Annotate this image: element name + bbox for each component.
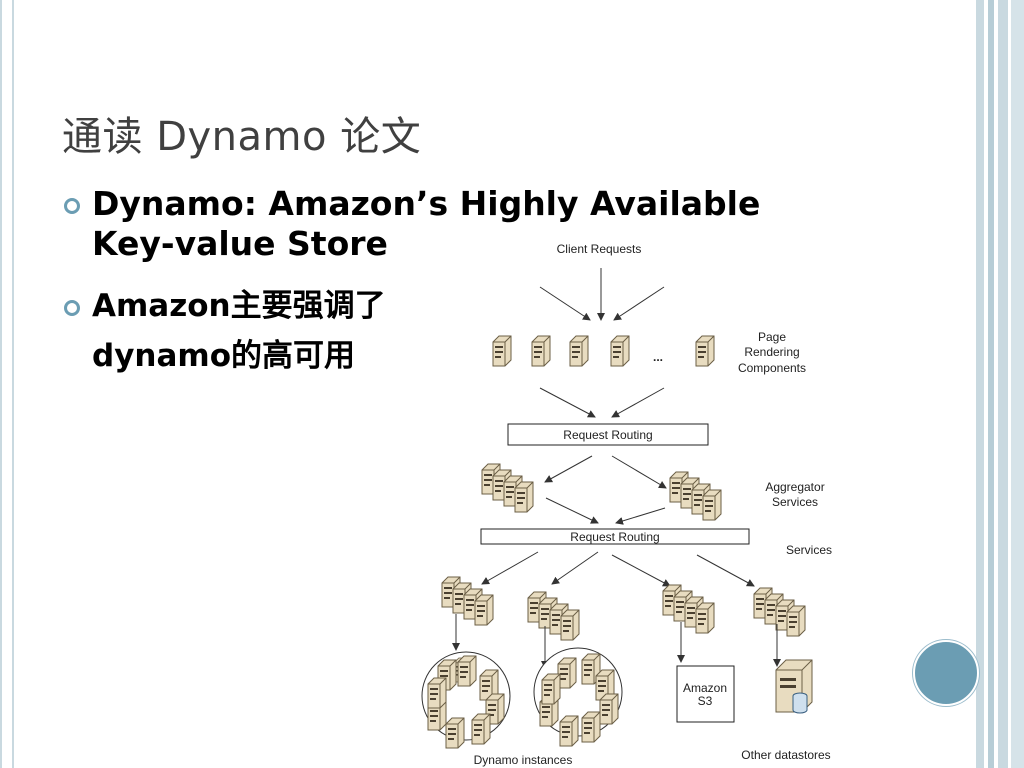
service-cluster-4 — [753, 587, 806, 637]
client-requests-label: Client Requests — [557, 242, 642, 256]
page-rendering-label-2: Rendering — [744, 345, 799, 359]
aggregator-label-1: Aggregator — [765, 480, 824, 494]
bullet-item: Dynamo: Amazon’s Highly Available Key-va… — [62, 184, 832, 264]
bullet-text: Dynamo: Amazon’s Highly Available Key-va… — [92, 184, 761, 263]
dynamo-instances-label: Dynamo instances — [474, 753, 573, 767]
ellipsis-label: ... — [653, 350, 663, 364]
slide-frame-left — [0, 0, 14, 768]
service-cluster-1 — [441, 576, 494, 626]
service-cluster-2 — [527, 591, 580, 641]
aggregator-label-2: Services — [772, 495, 818, 509]
aggregator-cluster-left — [481, 463, 534, 513]
request-routing-label-1: Request Routing — [563, 428, 652, 442]
amazon-s3-box — [676, 665, 735, 723]
request-routing-box-1 — [507, 423, 709, 446]
aggregator-cluster-right — [669, 471, 722, 521]
request-routing-label-2: Request Routing — [570, 530, 659, 544]
bullet-text-line1: Amazon主要强调了 — [92, 288, 386, 324]
bullet-dot-icon — [64, 300, 80, 316]
amazon-s3-label-2: S3 — [698, 694, 713, 708]
bullet-list: Dynamo: Amazon’s Highly Available Key-va… — [62, 184, 832, 376]
page-rendering-label-1: Page — [758, 330, 786, 344]
datastore-server-icon — [775, 659, 813, 714]
dynamo-ring-2 — [533, 647, 623, 747]
request-routing-box-2 — [480, 528, 750, 545]
service-cluster-3 — [662, 584, 715, 634]
page-rendering-servers — [492, 335, 715, 367]
slide-frame-right — [976, 0, 1024, 768]
bullet-text-line2: dynamo的高可用 — [92, 338, 355, 374]
decorative-circle — [913, 640, 979, 706]
dynamo-ring-1 — [421, 651, 511, 749]
bullet-dot-icon — [64, 198, 80, 214]
amazon-s3-label-1: Amazon — [683, 681, 727, 695]
page-rendering-label-3: Components — [738, 361, 806, 375]
services-label: Services — [786, 543, 832, 557]
dynamo-architecture-diagram: Client Requests ... Page Rendering Compo… — [421, 242, 832, 767]
slide-title: 通读 Dynamo 论文 — [62, 114, 422, 160]
other-datastores-label: Other datastores — [741, 748, 830, 762]
bullet-item: Amazon主要强调了 dynamo的高可用 — [62, 286, 832, 376]
